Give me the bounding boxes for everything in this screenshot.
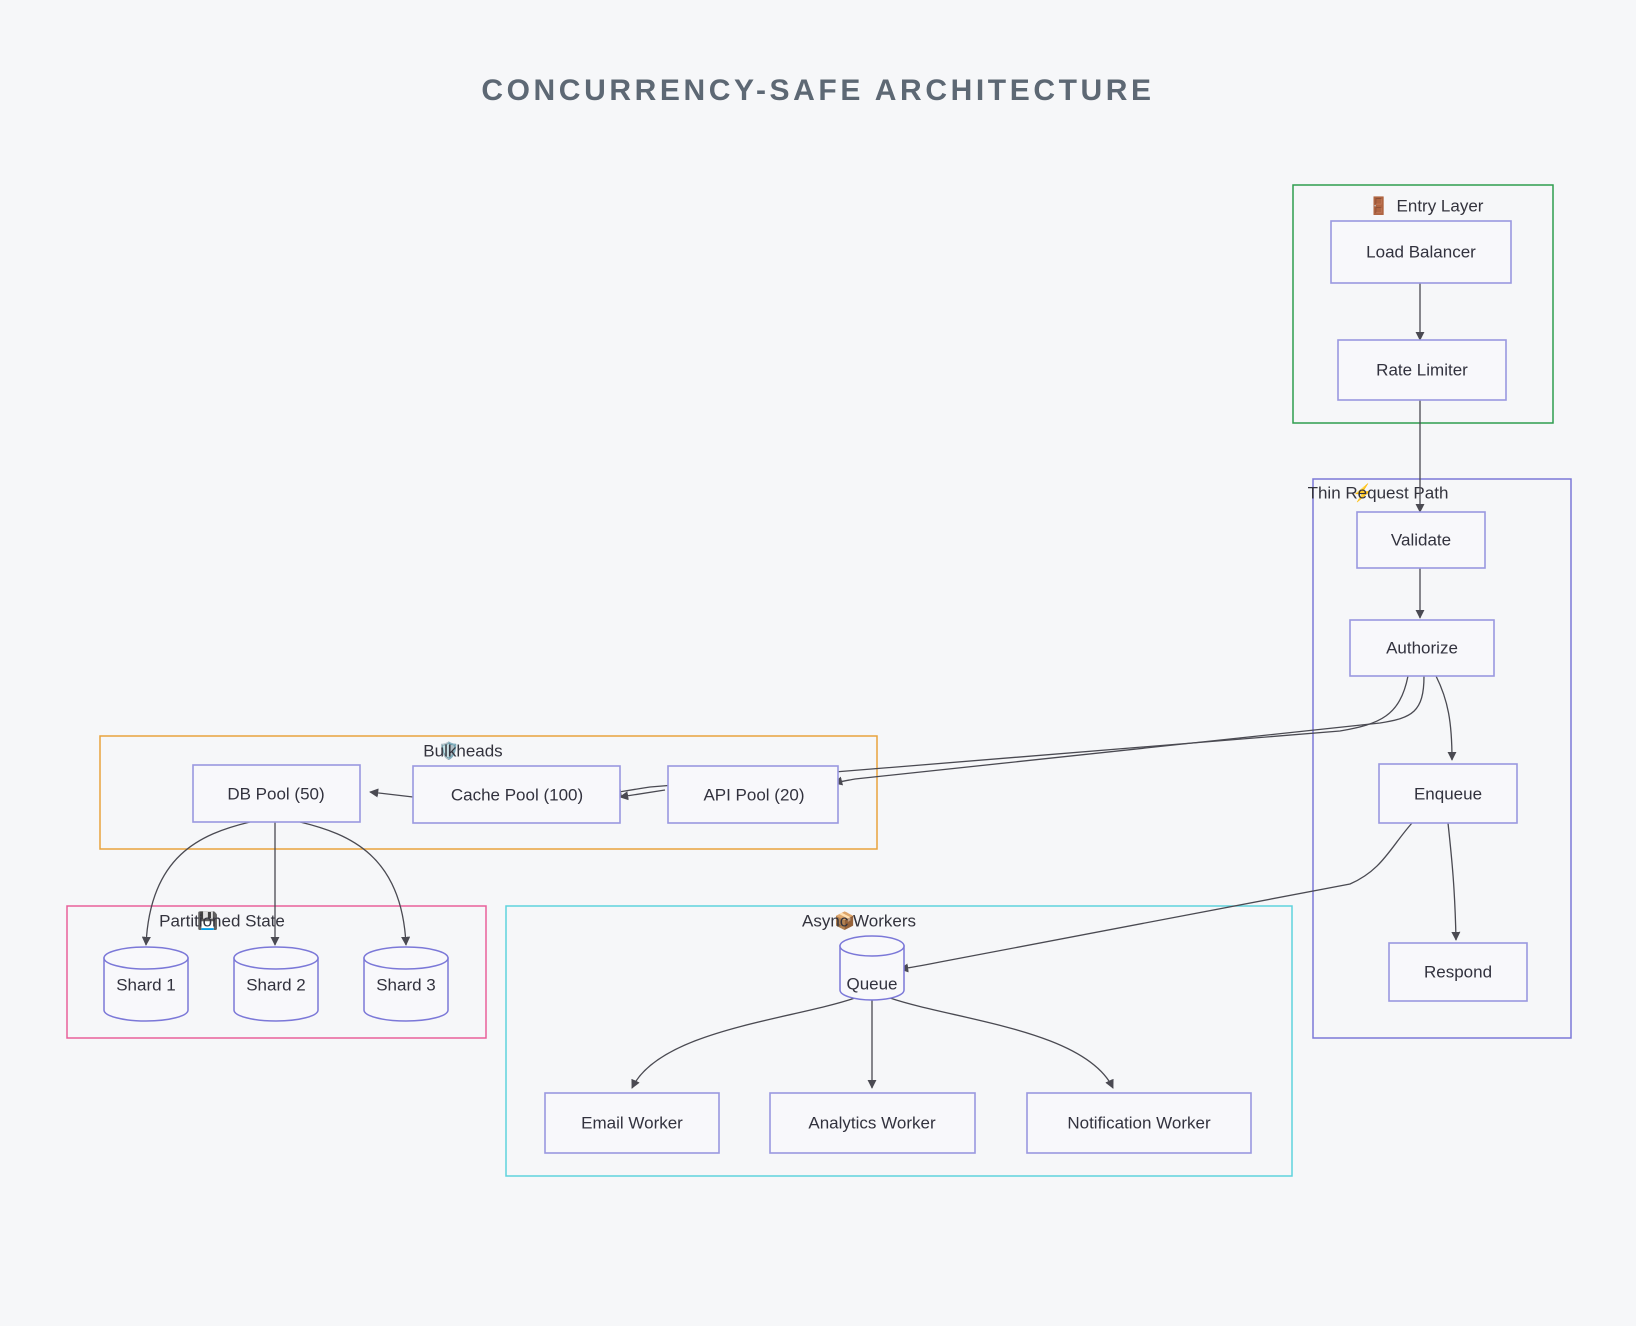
node-queue[interactable]: Queue [839, 935, 905, 1001]
node-cache-pool-shape[interactable] [412, 765, 621, 824]
node-api-pool-label: API Pool (20) [703, 785, 804, 804]
edge-cache-pool-to-db-pool [369, 788, 414, 798]
edge-enqueue-to-respond [1447, 822, 1461, 941]
node-shard-3-body[interactable] [363, 957, 449, 1022]
node-shard-2-body[interactable] [233, 957, 319, 1022]
node-enqueue-shape[interactable] [1378, 763, 1518, 824]
edge-enqueue-to-queue [899, 822, 1413, 973]
node-shard-3-top [363, 946, 449, 970]
edge-queue-to-email-worker [631, 997, 856, 1089]
node-shard-3-label: Shard 3 [376, 975, 436, 994]
node-shard-2[interactable]: Shard 2 [233, 946, 319, 1022]
cluster-thin-request-path-border [1312, 478, 1572, 1039]
cluster-bulkheads-border [99, 735, 878, 850]
cluster-async-workers: 📦 Async Workers [505, 905, 1293, 1177]
node-db-pool[interactable]: DB Pool (50) [192, 764, 361, 823]
edge-db-pool-to-shard-1 [141, 821, 251, 946]
node-api-pool[interactable]: API Pool (20) [667, 765, 839, 824]
node-enqueue-label: Enqueue [1414, 784, 1482, 803]
node-respond-shape[interactable] [1388, 942, 1528, 1002]
cluster-async-workers-border [505, 905, 1293, 1177]
cluster-entry-layer-label: Entry Layer [1397, 196, 1484, 215]
edge-authorize-to-api-pool [833, 675, 1425, 786]
node-cache-pool-label: Cache Pool (100) [451, 785, 583, 804]
edge-api-pool-to-cache-pool [619, 789, 666, 801]
node-validate-shape[interactable] [1356, 511, 1486, 569]
node-respond-label: Respond [1424, 962, 1492, 981]
cluster-bulkheads: 🛡️ Bulkheads [99, 735, 878, 850]
door-icon: 🚪 [1368, 195, 1389, 215]
node-shard-2-top [233, 946, 319, 970]
cluster-async-workers-label: Async Workers [802, 911, 916, 930]
cluster-entry-layer-border [1292, 184, 1554, 424]
node-shard-3[interactable]: Shard 3 [363, 946, 449, 1022]
node-notification-worker-label: Notification Worker [1067, 1113, 1211, 1132]
node-authorize-label: Authorize [1386, 638, 1458, 657]
node-authorize[interactable]: Authorize [1349, 619, 1495, 677]
node-email-worker-shape[interactable] [544, 1092, 720, 1154]
node-enqueue[interactable]: Enqueue [1378, 763, 1518, 824]
shield-icon: 🛡️ [438, 740, 459, 760]
node-validate[interactable]: Validate [1356, 511, 1486, 569]
node-validate-label: Validate [1391, 530, 1451, 549]
edge-authorize-to-enqueue [1435, 675, 1457, 761]
node-authorize-shape[interactable] [1349, 619, 1495, 677]
node-email-worker-label: Email Worker [581, 1113, 683, 1132]
node-queue-label: Queue [846, 974, 897, 993]
node-rate-limiter-shape[interactable] [1337, 339, 1507, 401]
lightning-bolt-icon: ⚡ [1352, 482, 1373, 503]
cluster-partitioned-state-label: Partitioned State [159, 911, 285, 930]
node-email-worker[interactable]: Email Worker [544, 1092, 720, 1154]
node-shard-2-label: Shard 2 [246, 975, 306, 994]
node-notification-worker-shape[interactable] [1026, 1092, 1252, 1154]
cluster-entry-layer: 🚪 Entry Layer [1292, 184, 1554, 424]
node-load-balancer-shape[interactable] [1330, 220, 1512, 284]
node-rate-limiter-label: Rate Limiter [1376, 360, 1468, 379]
node-shard-1[interactable]: Shard 1 [103, 946, 189, 1022]
node-shard-1-body[interactable] [103, 957, 189, 1022]
node-respond[interactable]: Respond [1388, 942, 1528, 1002]
node-cache-pool[interactable]: Cache Pool (100) [412, 765, 621, 824]
node-queue-body[interactable] [839, 945, 905, 1001]
node-queue-top [839, 935, 905, 957]
node-analytics-worker-label: Analytics Worker [808, 1113, 936, 1132]
edge-group [141, 283, 1461, 1089]
package-icon: 📦 [834, 910, 855, 930]
cluster-thin-request-path: ⚡ Thin Request Path [1308, 478, 1572, 1039]
node-load-balancer[interactable]: Load Balancer [1330, 220, 1512, 284]
node-db-pool-label: DB Pool (50) [227, 784, 324, 803]
edge-db-pool-to-shard-3 [299, 821, 411, 946]
node-rate-limiter[interactable]: Rate Limiter [1337, 339, 1507, 401]
cluster-partitioned-state: 💾 Partitioned State [66, 905, 487, 1039]
edge-queue-to-notification-worker [889, 997, 1114, 1089]
node-shard-1-top [103, 946, 189, 970]
node-analytics-worker[interactable]: Analytics Worker [769, 1092, 976, 1154]
node-analytics-worker-shape[interactable] [769, 1092, 976, 1154]
cluster-partitioned-state-border [66, 905, 487, 1039]
floppy-disk-icon: 💾 [197, 910, 218, 930]
cluster-thin-request-path-label: Thin Request Path [1308, 483, 1449, 502]
node-notification-worker[interactable]: Notification Worker [1026, 1092, 1252, 1154]
cluster-bulkheads-label: Bulkheads [423, 741, 502, 760]
node-api-pool-shape[interactable] [667, 765, 839, 824]
node-load-balancer-label: Load Balancer [1366, 242, 1476, 261]
node-shard-1-label: Shard 1 [116, 975, 176, 994]
node-db-pool-shape[interactable] [192, 764, 361, 823]
page-title: CONCURRENCY-SAFE ARCHITECTURE [481, 74, 1155, 107]
